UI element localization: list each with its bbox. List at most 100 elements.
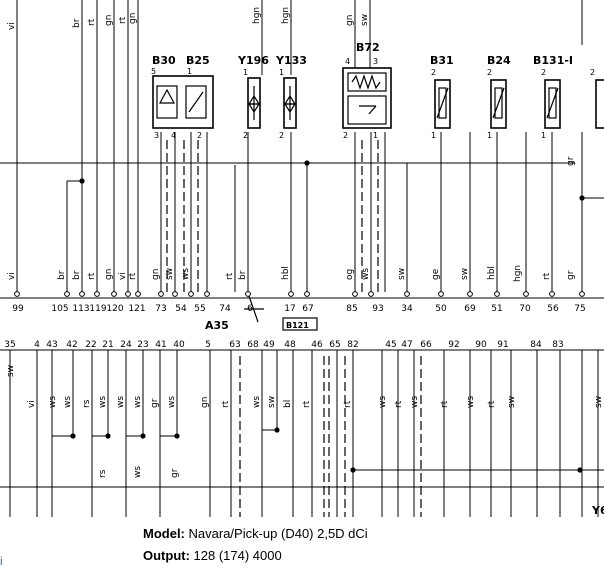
ecu-pin-number: 50 <box>435 304 447 314</box>
top-wire-label: br <box>72 18 82 28</box>
component-label-b24: B24 <box>487 54 511 67</box>
ecu-pin-number: 22 <box>85 340 96 350</box>
b30-b25-housing <box>152 75 214 129</box>
component-label-y133: Y133 <box>275 54 307 67</box>
wire-label: vi <box>118 272 128 280</box>
pin-number: 1 <box>541 131 546 140</box>
ecu-pin-number: 85 <box>346 304 357 314</box>
ecu-pin-number: 4 <box>34 340 40 350</box>
component-label-b30: B30 <box>152 54 176 67</box>
wire-label: ws <box>410 396 420 408</box>
ecu-pin-number: 121 <box>128 304 145 314</box>
ecu-pin-number: 105 <box>51 304 68 314</box>
ecu-pin-number: 49 <box>263 340 275 350</box>
ecu-pin-number: 51 <box>491 304 502 314</box>
wire-label: ws <box>466 396 476 408</box>
pin-number: 2 <box>279 131 284 140</box>
wire-label: ws <box>181 268 191 280</box>
ecu-pin-number: 54 <box>175 304 187 314</box>
top-wire-label: rt <box>118 16 128 24</box>
pin-number: 2 <box>243 131 248 140</box>
ecu-pin-number: 34 <box>401 304 413 314</box>
wire-label: bl <box>283 400 293 408</box>
wire-label: gn <box>151 269 161 280</box>
top-wire-label: gn <box>104 15 114 26</box>
pin-number: 5 <box>151 67 156 76</box>
component-label-b25: B25 <box>186 54 210 67</box>
ecu-pin-number: 42 <box>66 340 77 350</box>
ecu-pin-number: 119 <box>89 304 106 314</box>
ecu-pin-number: 21 <box>102 340 113 350</box>
pin-number: 2 <box>343 131 348 140</box>
pin-number: 1 <box>243 68 248 77</box>
top-wire-label: sw <box>360 14 370 26</box>
wire-label: gr <box>566 270 576 280</box>
connector-label-y-partial: Y6 <box>591 504 604 517</box>
wire-label: rt <box>302 400 312 408</box>
wire-label: ws <box>361 268 371 280</box>
ecu-pin-number: 93 <box>372 304 383 314</box>
ecu-pin-number: 45 <box>385 340 396 350</box>
wire-label: gn <box>200 397 210 408</box>
top-wire-label: rt <box>87 18 97 26</box>
wire-label: rt <box>440 400 450 408</box>
wire-label: rt <box>225 272 235 280</box>
wire-label: ws <box>133 466 143 478</box>
ecu-pin-number: 17 <box>284 304 295 314</box>
connector-label-b121: B121 <box>286 321 309 330</box>
pin-number: 4 <box>345 57 350 66</box>
ecu-pin-number: 63 <box>229 340 240 350</box>
wire-label: sw <box>165 268 175 280</box>
wire-label: sw <box>507 396 517 408</box>
wire-label: br <box>72 270 82 280</box>
wire-label: ws <box>98 396 108 408</box>
wire-label: br <box>57 270 67 280</box>
wire-label: rt <box>128 272 138 280</box>
wire-label: og <box>345 269 355 280</box>
model-value: Navara/Pick-up (D40) 2,5D dCi <box>188 526 368 541</box>
ecu-pin-number: 73 <box>155 304 166 314</box>
ecu-pin-number: 90 <box>475 340 487 350</box>
wire-label: sw <box>397 268 407 280</box>
wire-label: rt <box>542 272 552 280</box>
ecu-pin-number: 56 <box>547 304 559 314</box>
wire-label: rt <box>487 400 497 408</box>
ecu-pin-number: 6 <box>247 304 253 314</box>
pin-number: 3 <box>373 57 378 66</box>
connector-label-a35: A35 <box>205 319 229 332</box>
component-label-b131: B131-I <box>533 54 573 67</box>
output-value: 128 (174) 4000 <box>193 548 282 563</box>
wire-label: vi <box>7 272 17 280</box>
output-label: Output: <box>143 548 190 563</box>
pin-number: 1 <box>431 131 436 140</box>
wire-label: ws <box>116 396 126 408</box>
wire-label: hbl <box>281 266 291 280</box>
ecu-pin-number: 24 <box>120 340 132 350</box>
ecu-pin-number: 66 <box>420 340 432 350</box>
wire-label: sw <box>267 396 277 408</box>
output-row: Output: 128 (174) 4000 <box>143 548 282 563</box>
ecu-pin-number: 82 <box>347 340 358 350</box>
wire-label: ws <box>252 396 262 408</box>
wire-label: gr <box>566 156 576 166</box>
pin-number: 2 <box>487 68 492 77</box>
ecu-pin-number: 70 <box>519 304 531 314</box>
wire-label: ws <box>133 396 143 408</box>
ecu-pin-number: 65 <box>329 340 340 350</box>
wire-label: rt <box>394 400 404 408</box>
footer: Model: Navara/Pick-up (D40) 2,5D dCi Out… <box>0 517 604 570</box>
wiring-diagram: vi br rt gn rt gn hgn hgn gn sw B30 B25 … <box>0 0 604 517</box>
ecu-pin-number: 83 <box>552 340 563 350</box>
wire-label: br <box>238 270 248 280</box>
top-wire-label: vi <box>7 22 17 30</box>
ecu-pin-number: 91 <box>497 340 508 350</box>
wire-label: gr <box>170 468 180 478</box>
ecu-pin-number: 55 <box>194 304 205 314</box>
wire-label: sw <box>594 396 604 408</box>
pin-number: 2 <box>197 131 202 140</box>
pin-number: 2 <box>590 68 595 77</box>
ecu-pin-number: 75 <box>574 304 585 314</box>
pin-number: 3 <box>154 131 159 140</box>
ecu-pin-number: 23 <box>137 340 148 350</box>
